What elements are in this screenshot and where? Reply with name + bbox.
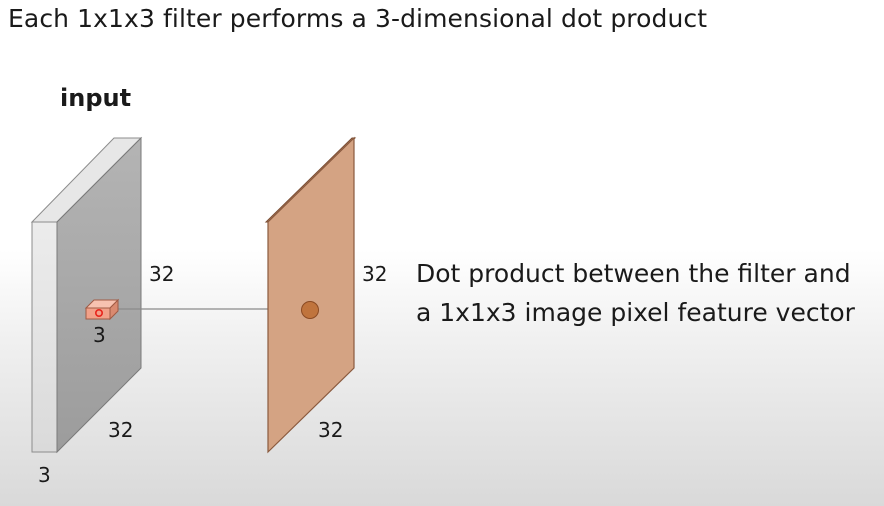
slide-title: Each 1x1x3 filter performs a 3-dimension… <box>8 4 708 33</box>
filter-cube-front <box>85 307 111 320</box>
input-volume-side-face <box>31 221 58 453</box>
output-width-label: 32 <box>318 418 343 442</box>
output-map-face <box>267 136 355 454</box>
filter-depth-label: 3 <box>93 323 106 347</box>
input-label: input <box>60 84 131 112</box>
dot-product-description: Dot product between the filter and a 1x1… <box>416 254 884 332</box>
filter-cube <box>84 298 120 321</box>
output-map <box>264 136 357 454</box>
input-volume-front-face <box>56 136 142 454</box>
input-width-label: 32 <box>108 418 133 442</box>
description-line-1: Dot product between the filter and <box>416 259 851 288</box>
output-pixel-icon <box>301 301 319 319</box>
input-volume <box>30 136 143 454</box>
input-depth-label: 3 <box>38 463 51 487</box>
input-height-label: 32 <box>149 262 174 286</box>
output-height-label: 32 <box>362 262 387 286</box>
description-line-2: a 1x1x3 image pixel feature vector <box>416 298 855 327</box>
filter-center-icon <box>95 308 104 317</box>
